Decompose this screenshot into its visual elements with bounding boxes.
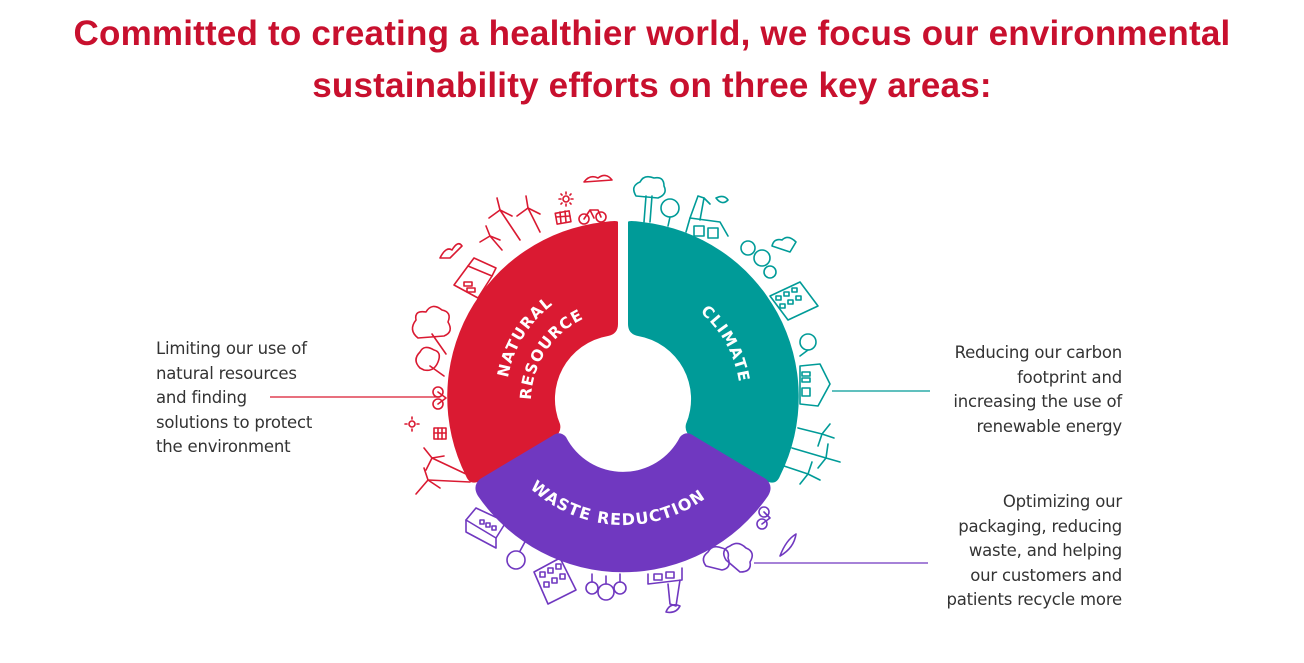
tree-icon — [415, 346, 445, 377]
leaf-icon — [665, 604, 681, 614]
tree-icon — [740, 240, 777, 279]
sun-icon — [404, 416, 420, 432]
tree-icon — [411, 305, 452, 355]
recycling-bin-icon — [647, 567, 683, 607]
solar-panel-icon — [554, 210, 572, 225]
bicycle-icon — [432, 386, 447, 410]
description-line: the environment — [156, 437, 291, 456]
wind-turbine-icon — [479, 225, 503, 251]
factory-icon — [685, 195, 729, 239]
tree-icon — [585, 573, 627, 601]
building-icon — [465, 507, 507, 549]
description-line: Optimizing our — [1002, 492, 1122, 511]
bicycle-icon — [756, 506, 771, 530]
leaf-icon — [779, 533, 797, 557]
wind-turbine-icon — [415, 467, 471, 495]
house-icon — [453, 257, 497, 299]
description-line: and finding — [156, 388, 247, 407]
segment-climate: CLIMATE — [628, 221, 799, 483]
description-line: renewable energy — [976, 416, 1122, 436]
page-title-line-1: Committed to creating a healthier world,… — [73, 14, 1231, 53]
sun-icon — [558, 191, 574, 207]
cloud-icon — [439, 242, 463, 259]
tree-icon — [702, 542, 754, 573]
solar-panel-icon — [433, 427, 447, 440]
cloud-icon — [583, 174, 613, 183]
description-line: waste, and helping — [968, 541, 1122, 560]
waste-reduction-description: Optimizing our packaging, reducing waste… — [946, 490, 1122, 613]
natural-resources-description: Limiting our use of natural resources an… — [156, 337, 312, 460]
description-line: packaging, reducing — [958, 516, 1122, 536]
building-icon — [769, 281, 819, 321]
description-line: solutions to protect — [156, 412, 313, 432]
bicycle-icon — [578, 209, 607, 225]
description-line: natural resources — [156, 363, 297, 383]
description-line: Limiting our use of — [156, 339, 307, 358]
page-title: Committed to creating a healthier world,… — [0, 8, 1304, 112]
wind-turbine-icon — [797, 423, 835, 447]
climate-description: Reducing our carbon footprint and increa… — [953, 341, 1122, 439]
description-line: our customers and — [970, 565, 1122, 585]
wind-turbine-icon — [783, 461, 821, 485]
description-line: patients recycle more — [946, 590, 1122, 609]
description-line: increasing the use of — [953, 392, 1122, 411]
tree-icon — [660, 198, 680, 227]
wind-turbine-icon — [516, 195, 541, 233]
tree-icon — [506, 539, 527, 570]
wind-turbine-icon — [423, 447, 467, 475]
building-icon — [533, 557, 577, 605]
cloud-icon — [771, 236, 797, 253]
tree-icon — [632, 175, 666, 223]
page-title-line-2: sustainability efforts on three key area… — [312, 66, 992, 105]
tree-icon — [799, 333, 817, 357]
wind-turbine-icon — [488, 197, 521, 241]
segment-waste-reduction: WASTE REDUCTION — [475, 433, 771, 573]
description-line: Reducing our carbon — [954, 343, 1123, 362]
house-icon — [799, 363, 831, 407]
wind-turbine-icon — [791, 443, 841, 469]
description-line: footprint and — [1017, 367, 1122, 387]
